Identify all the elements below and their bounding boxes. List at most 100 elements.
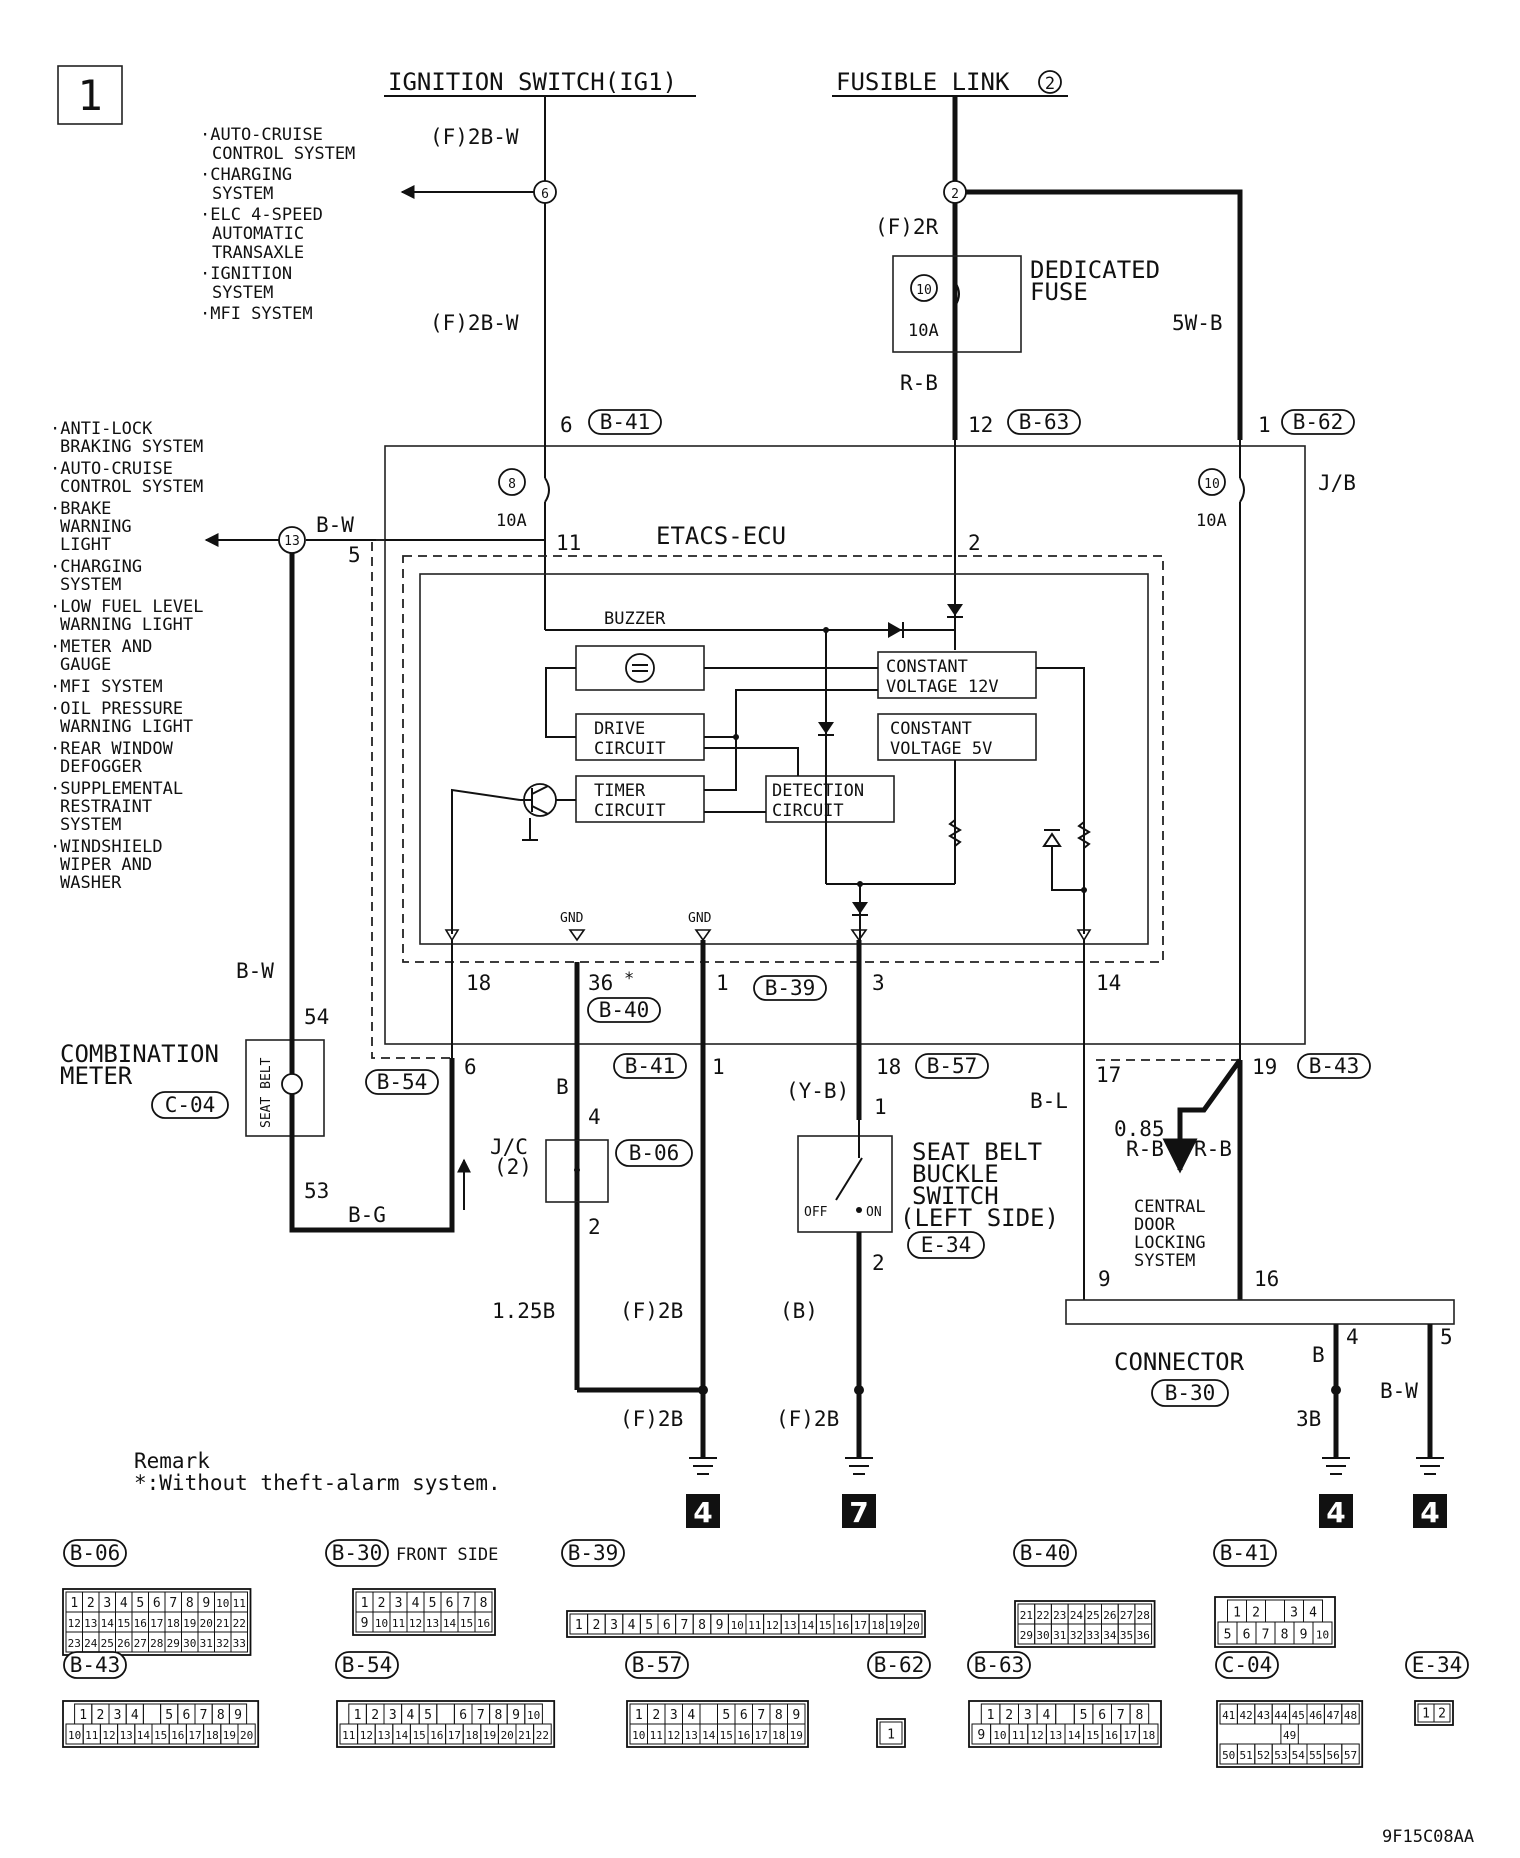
svg-text:18: 18 [876, 1055, 901, 1079]
face-pin-b39: 20 [907, 1619, 920, 1632]
face-pin-b41: 7 [1262, 1627, 1270, 1642]
face-pin-b06: 32 [216, 1637, 229, 1650]
face-pin-b39: 16 [836, 1619, 849, 1632]
svg-text:DRIVE: DRIVE [594, 719, 645, 739]
face-label-text-b41: B-41 [1220, 1541, 1271, 1565]
face-pin-b43: 8 [217, 1708, 225, 1723]
face-pin-b06: 18 [167, 1617, 180, 1630]
svg-text:B-06: B-06 [629, 1141, 680, 1165]
face-pin-b41: 4 [1309, 1605, 1317, 1620]
seat-belt-label: SEAT BELT [259, 1057, 274, 1128]
dedicated-fuse-label-1: DEDICATED [1030, 256, 1160, 284]
svg-text:7: 7 [849, 1496, 868, 1529]
face-pin-b40: 33 [1087, 1629, 1100, 1642]
face-pin-b39: 6 [663, 1618, 671, 1633]
svg-text:·AUTO-CRUISE: ·AUTO-CRUISE [50, 459, 173, 479]
face-pin-b57: 19 [790, 1729, 803, 1742]
face-label-text-b39: B-39 [568, 1541, 619, 1565]
svg-text:54: 54 [304, 1005, 329, 1029]
connector-c04 [151, 1091, 229, 1119]
etacs-inner-box [419, 573, 1149, 945]
face-pin-b30: 15 [460, 1617, 473, 1630]
face-outline-b06 [62, 1588, 252, 1656]
svg-text:AUTOMATIC: AUTOMATIC [212, 224, 304, 244]
ground-ref-4c [1413, 1494, 1447, 1528]
face-pin-b54: 7 [477, 1708, 485, 1723]
ground-ref-4a [686, 1494, 720, 1528]
svg-text:B-63: B-63 [1019, 410, 1070, 434]
connector-b30 [1151, 1379, 1229, 1407]
face-pin-b57: 10 [632, 1729, 645, 1742]
connector-b57 [915, 1053, 989, 1079]
svg-text:1: 1 [874, 1095, 887, 1119]
face-pin-b43: 6 [182, 1708, 190, 1723]
face-cell-b30 [474, 1611, 493, 1633]
face-pin-c04: 47 [1326, 1709, 1339, 1722]
face-cell-b06 [230, 1631, 248, 1653]
face-pin-c04: 57 [1344, 1749, 1357, 1762]
face-pin-b57: 8 [775, 1708, 783, 1723]
svg-text:36: 36 [588, 971, 613, 995]
face-cell-b39 [903, 1613, 923, 1635]
connector-b30-bar [1065, 1299, 1455, 1325]
face-pin-b39: 12 [766, 1619, 779, 1632]
svg-text:9: 9 [1098, 1267, 1111, 1291]
face-label-text-b06: B-06 [70, 1541, 121, 1565]
face-pin-b54: 20 [501, 1729, 514, 1742]
face-label-b30 [325, 1539, 389, 1567]
fusible-link-number: 2 [1045, 74, 1055, 94]
face-pin-b40: 36 [1137, 1629, 1150, 1642]
face-pin-b30: 10 [375, 1617, 388, 1630]
face-pin-b06: 10 [216, 1597, 229, 1610]
face-pin-b30: 16 [477, 1617, 490, 1630]
face-label-text-b62: B-62 [874, 1653, 925, 1677]
face-pin-b40: 23 [1053, 1609, 1066, 1622]
face-pin-b57: 11 [650, 1729, 663, 1742]
page-number-box [57, 65, 123, 125]
face-pin-b63: 9 [977, 1728, 985, 1743]
face-pin-b63: 3 [1024, 1708, 1032, 1723]
face-label-text-c04: C-04 [1222, 1653, 1273, 1677]
face-pin-c04: 52 [1257, 1749, 1270, 1762]
face-pin-b30: 13 [426, 1617, 439, 1630]
face-pin-b39: 19 [889, 1619, 902, 1632]
face-pin-b40: 25 [1087, 1609, 1100, 1622]
face-pin-b43: 13 [120, 1729, 133, 1742]
svg-text:C-04: C-04 [165, 1093, 216, 1117]
face-label-b40 [1013, 1539, 1077, 1567]
svg-text:·CHARGING: ·CHARGING [200, 165, 292, 185]
fusible-link-label: FUSIBLE LINK [836, 68, 1010, 96]
face-pin-b06: 28 [150, 1637, 163, 1650]
wire-b-paren: (B) [780, 1299, 818, 1323]
wire-bg-label: B-G [348, 1203, 386, 1227]
face-pin-b63: 6 [1098, 1708, 1106, 1723]
wire-f2b-2: (F)2B [620, 1407, 683, 1431]
face-outline-c04 [1216, 1700, 1364, 1768]
connector-b40 [587, 997, 661, 1023]
diode-buzzer [888, 622, 902, 638]
svg-text:3: 3 [872, 971, 885, 995]
face-pin-c04: 43 [1257, 1709, 1270, 1722]
svg-text:GND: GND [560, 911, 584, 926]
svg-text:GAUGE: GAUGE [60, 655, 111, 675]
face-label-text-b40: B-40 [1020, 1541, 1071, 1565]
face-outline-b54 [336, 1700, 556, 1748]
face-pin-b30: 2 [378, 1596, 386, 1611]
face-outline-b43 [62, 1700, 260, 1748]
svg-text:·REAR WINDOW: ·REAR WINDOW [50, 739, 174, 759]
etacs-ecu-label: ETACS-ECU [656, 522, 786, 550]
wire-bw-left: B-W [236, 959, 274, 983]
face-pin-b54: 13 [377, 1729, 390, 1742]
face-label-text-b63: B-63 [974, 1653, 1025, 1677]
face-pin-e34: 2 [1438, 1706, 1446, 1721]
face-cell-c04 [1341, 1743, 1360, 1765]
face-pin-b06: 22 [233, 1617, 246, 1630]
svg-text:·MFI SYSTEM: ·MFI SYSTEM [50, 677, 163, 697]
face-label-b43 [63, 1651, 127, 1679]
face-pin-b57: 2 [652, 1708, 660, 1723]
wire-b-right: B [1312, 1343, 1325, 1367]
wire-3b: 3B [1296, 1407, 1321, 1431]
face-pin-b63: 2 [1005, 1708, 1013, 1723]
face-pin-b41: 2 [1252, 1605, 1260, 1620]
face-pin-b43: 15 [154, 1729, 167, 1742]
